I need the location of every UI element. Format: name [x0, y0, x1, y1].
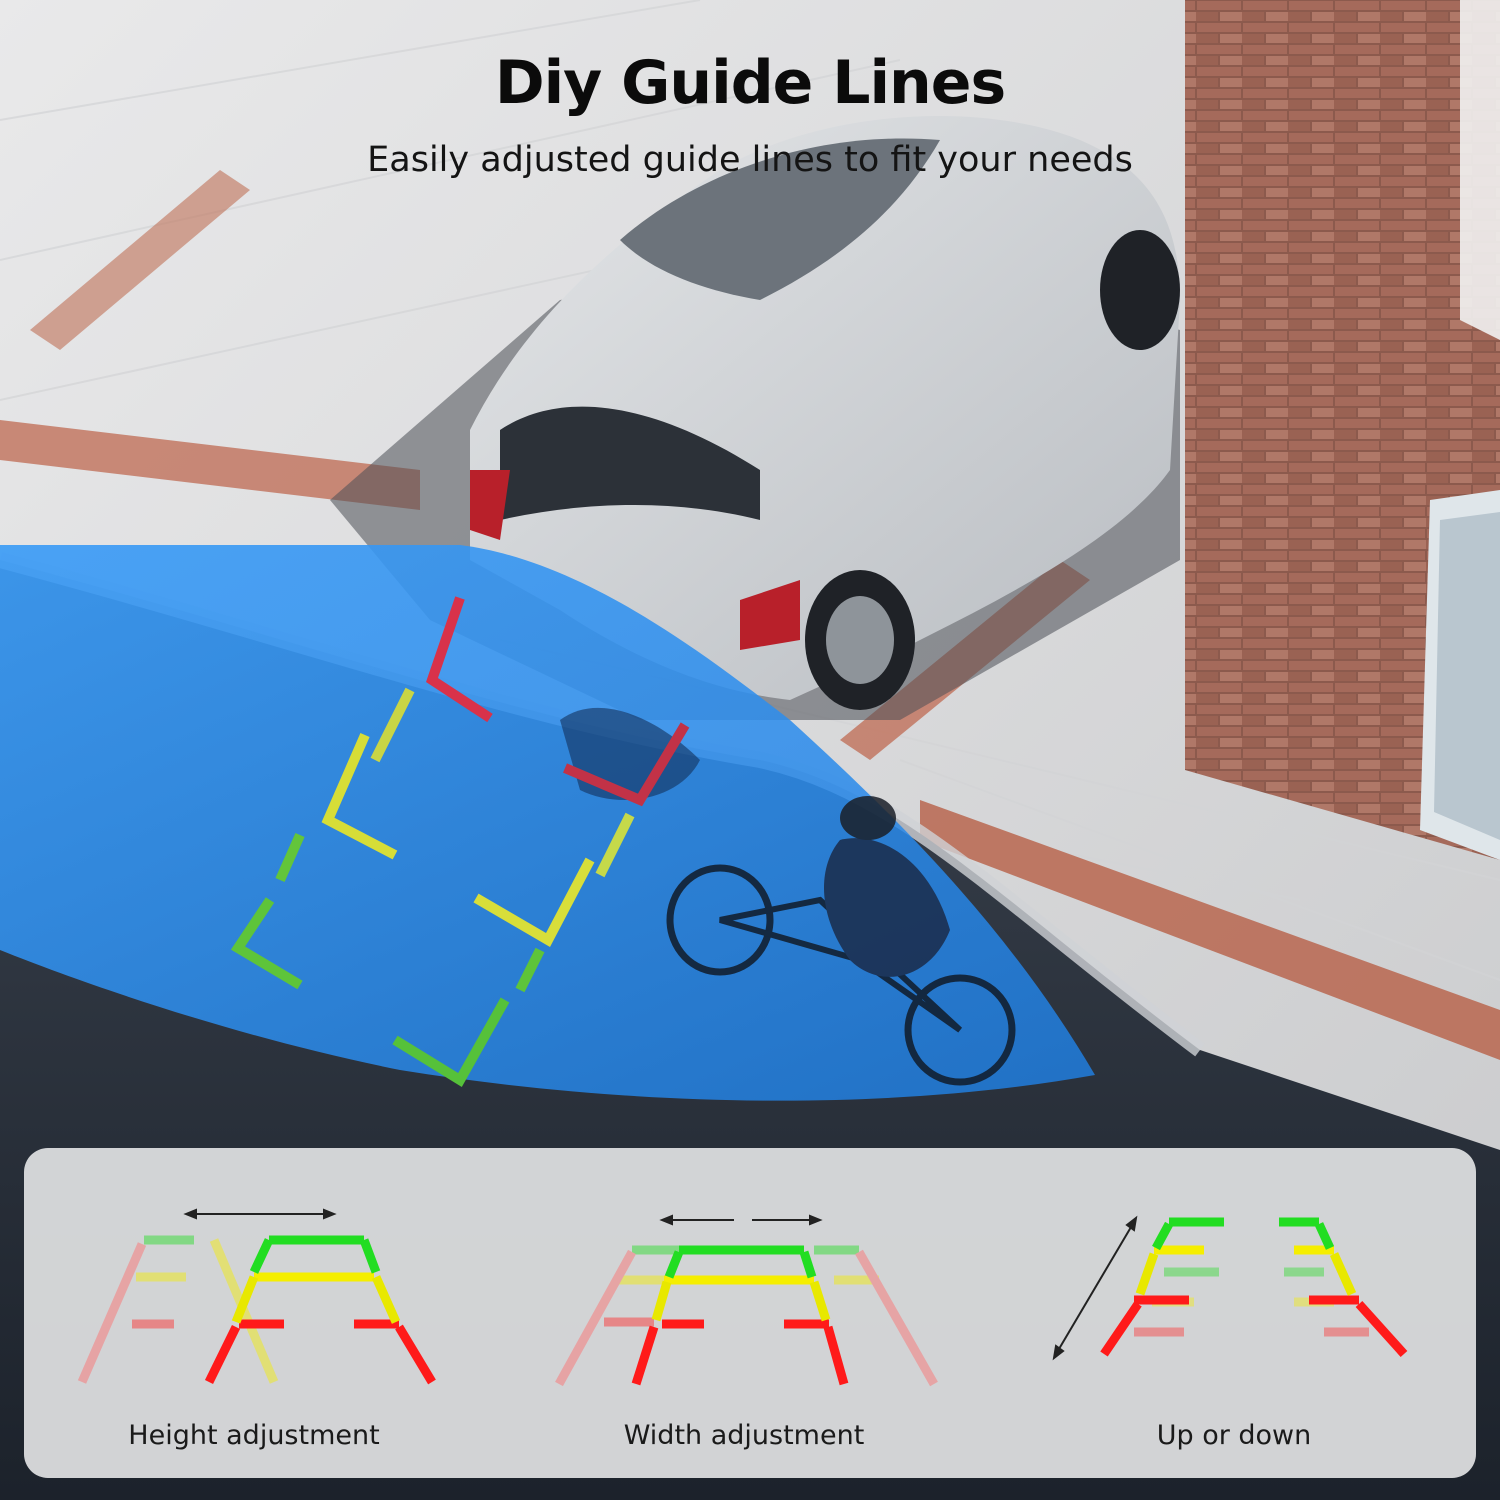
- width-adjustment-diagram: [555, 1214, 938, 1387]
- width-adjustment-caption: Width adjustment: [623, 1420, 865, 1451]
- height-adjustment-caption: Height adjustment: [128, 1420, 380, 1451]
- up-or-down-diagram: [1052, 1215, 1408, 1361]
- car-illustration: [470, 116, 1180, 710]
- up-or-down-caption: Up or down: [1156, 1420, 1312, 1451]
- double-arrow-icon: [1052, 1215, 1138, 1361]
- page-title: Diy Guide Lines: [494, 48, 1006, 118]
- parking-guide-overlay: [230, 596, 690, 1087]
- double-arrow-icon: [183, 1208, 337, 1220]
- adjustment-panel: Height adjustment: [24, 1148, 1476, 1478]
- height-adjustment-diagram: [77, 1208, 436, 1385]
- double-arrow-icon: [659, 1214, 823, 1226]
- cyclist-illustration: [560, 707, 1016, 1086]
- page-subtitle: Easily adjusted guide lines to fit your …: [367, 140, 1133, 180]
